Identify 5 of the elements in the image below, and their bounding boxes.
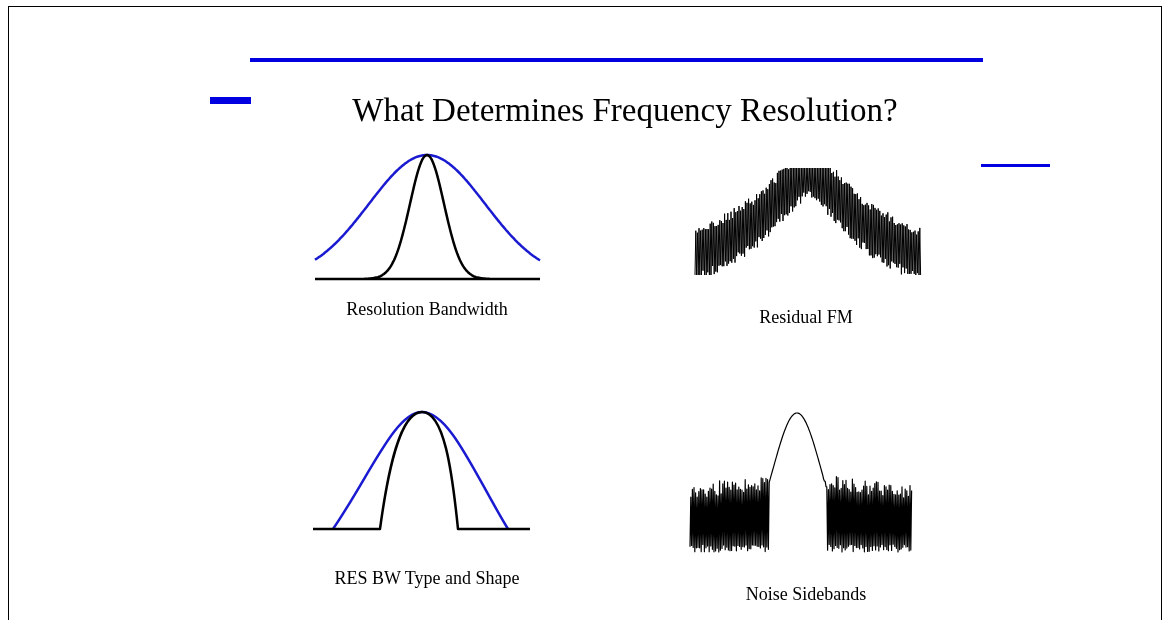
caption: Resolution Bandwidth <box>345 298 509 321</box>
caption: Noise Sidebands <box>744 583 868 606</box>
caption: Residual FM <box>758 306 854 329</box>
slide-title: What Determines Frequency Resolution? <box>351 91 899 130</box>
caption: RES BW Type and Shape <box>333 567 521 590</box>
